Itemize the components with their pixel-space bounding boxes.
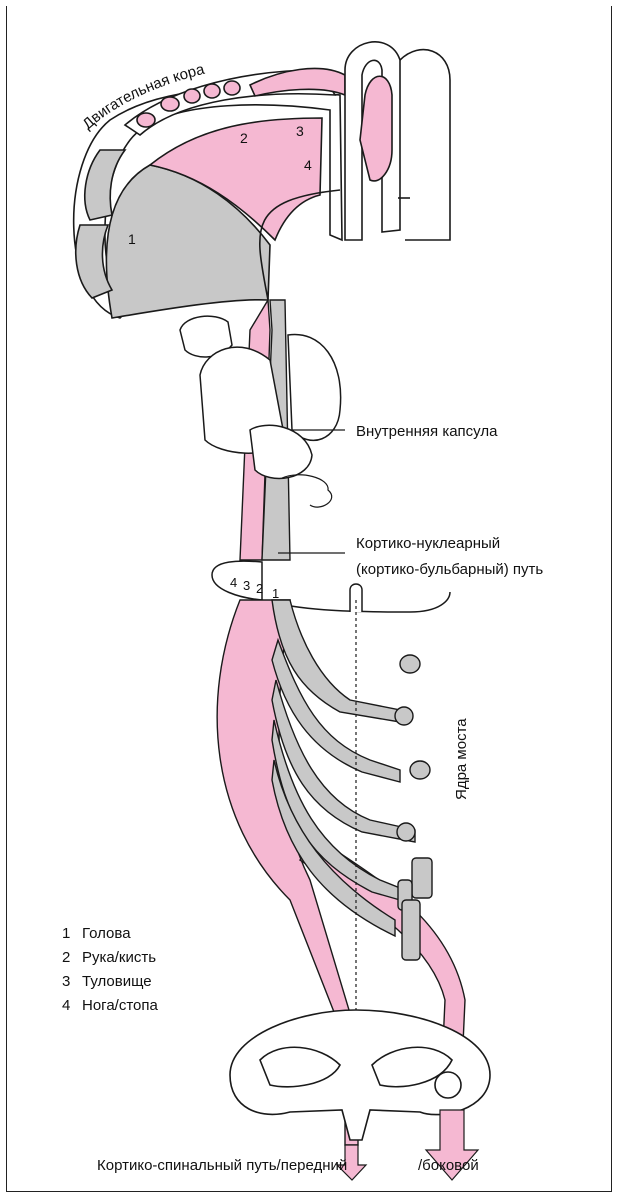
- legend-num-3: 3: [62, 973, 70, 990]
- legend-text-3: Туловище: [82, 973, 152, 990]
- corticonuclear-label-line1: Кортико-нуклеарный: [356, 535, 500, 552]
- capsule-number-3: 3: [243, 578, 250, 593]
- lateral-column: [435, 1072, 461, 1098]
- nucleus-knob: [400, 655, 420, 673]
- thalamus: [288, 334, 341, 440]
- nucleus-block: [412, 858, 432, 898]
- capsule-number-1: 1: [272, 586, 279, 601]
- legend-text-2: Рука/кисть: [82, 949, 156, 966]
- corticonuclear-label-line2: (кортико-бульбарный) путь: [356, 561, 543, 578]
- legend-num-2: 2: [62, 949, 70, 966]
- nucleus-block: [402, 900, 420, 960]
- corticospinal-lateral-label: /боковой: [418, 1157, 479, 1174]
- homunculus-finger-icon: [184, 89, 200, 103]
- cortex-number-3: 3: [296, 123, 304, 139]
- capsule-number-4: 4: [230, 575, 237, 590]
- legend-num-4: 4: [62, 997, 70, 1014]
- homunculus-leg-icon: [360, 76, 392, 181]
- legend-text-1: Голова: [82, 925, 131, 942]
- legend-text-4: Нога/стопа: [82, 997, 158, 1014]
- homunculus-lip-icon: [161, 97, 179, 111]
- nucleus-knob: [395, 707, 413, 725]
- homunculus-face-icon: [137, 113, 155, 127]
- nucleus-knob: [410, 761, 430, 779]
- cortex-number-1: 1: [128, 231, 136, 247]
- internal-capsule-label: Внутренняя капсула: [356, 423, 498, 440]
- cortex-number-4: 4: [304, 157, 312, 173]
- cortex-outer-fold: [400, 50, 450, 240]
- homunculus-finger-icon: [224, 81, 240, 95]
- legend: 1 Голова 2 Рука/кисть 3 Туловище 4 Нога/…: [62, 925, 158, 1014]
- homunculus-finger-icon: [204, 84, 220, 98]
- corticospinal-anterior-label: Кортико-спинальный путь/передний: [97, 1157, 347, 1174]
- capsule-number-2: 2: [256, 581, 263, 596]
- brain-cortex-section: [74, 42, 450, 318]
- legend-num-1: 1: [62, 925, 70, 942]
- nucleus-knob: [397, 823, 415, 841]
- pons-nuclei-label: Ядра моста: [453, 718, 470, 800]
- cortex-number-2: 2: [240, 130, 248, 146]
